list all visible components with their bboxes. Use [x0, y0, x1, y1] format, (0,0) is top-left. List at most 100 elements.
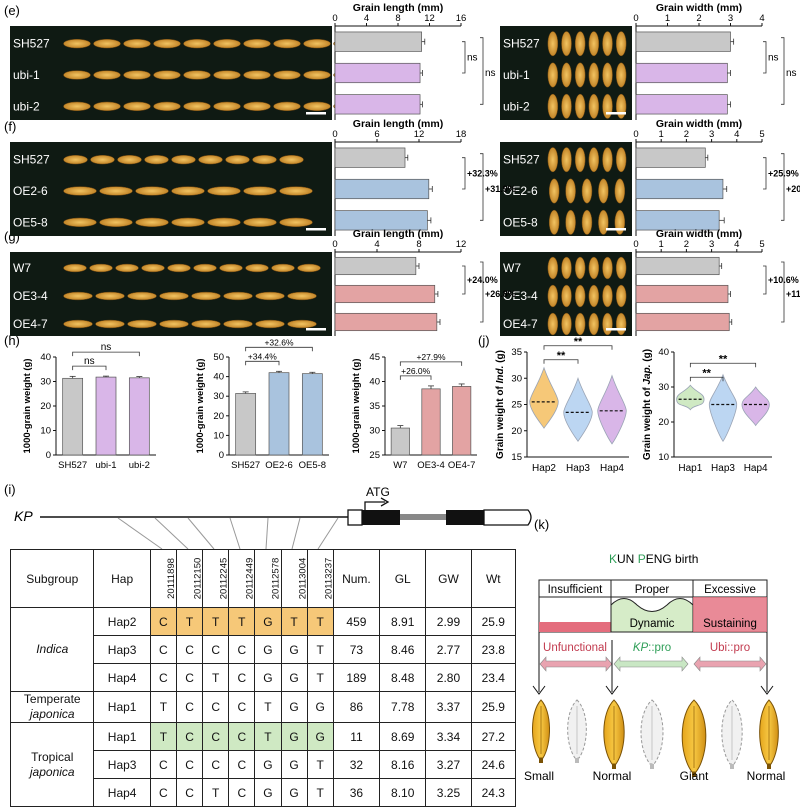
- allele-cell: C: [175, 635, 204, 664]
- rice-grain-icon: [581, 209, 593, 235]
- category-label: OE4-7: [448, 460, 475, 471]
- allele-cell: G: [254, 635, 282, 664]
- rice-grain-icon: [171, 155, 196, 165]
- rice-grain-icon: [615, 284, 627, 308]
- allele-cell: G: [280, 663, 308, 692]
- tick-label: 5: [759, 239, 764, 250]
- allele-cell: G: [254, 607, 282, 636]
- rice-grain-icon: [243, 39, 271, 49]
- wt-cell: 24.3: [470, 778, 517, 807]
- tick-label: 8: [395, 13, 400, 24]
- violin: [563, 376, 593, 442]
- rice-grain-icon: [93, 101, 121, 111]
- tick-label: 40: [40, 352, 51, 363]
- tick-label: 1: [659, 129, 664, 140]
- panel-label-h: (h): [4, 333, 20, 348]
- rice-grain-icon: [273, 70, 301, 80]
- annotation: +24.0%: [467, 275, 498, 285]
- category-label: OE5-8: [299, 460, 326, 471]
- rice-grain-icon: [252, 155, 277, 165]
- header-snp: 20111898: [149, 549, 177, 608]
- gw-cell: 3.27: [425, 750, 472, 779]
- gw-cell: 3.25: [425, 778, 472, 807]
- gene-name: KP: [14, 508, 33, 524]
- bar: [635, 178, 724, 200]
- allele-cell: G: [254, 663, 282, 692]
- tick-label: 30: [369, 426, 380, 437]
- subgroup-cell: Indica: [9, 607, 95, 692]
- rice-grain-icon: [191, 291, 221, 301]
- rice-grain-icon: [127, 319, 157, 329]
- wt-cell: 25.9: [470, 607, 517, 636]
- axis-title: Grain length (mm): [353, 228, 443, 240]
- violin: [741, 386, 770, 427]
- tick-label: 1: [665, 13, 670, 24]
- gl-cell: 8.48: [379, 663, 427, 692]
- allele-cell: T: [202, 663, 230, 692]
- allele-cell: G: [280, 691, 308, 723]
- allele-cell: C: [175, 750, 204, 779]
- rice-grain-icon: [547, 147, 559, 173]
- rice-grain-icon: [615, 312, 627, 336]
- tick-label: 0: [332, 13, 337, 24]
- tick-label: 8: [416, 239, 421, 250]
- rice-grain-icon: [271, 263, 295, 273]
- annotation: ns: [101, 342, 112, 353]
- photo-row-label: SH527: [503, 37, 540, 51]
- allele-cell: T: [202, 778, 230, 807]
- rice-grain-icon: [63, 155, 88, 165]
- header-hap: Hap: [93, 549, 151, 608]
- bar: [635, 62, 728, 84]
- rice-grain-icon: [561, 312, 572, 336]
- tick-label: 25: [369, 450, 380, 461]
- panel-label-f: (f): [4, 119, 16, 134]
- annotation: ns: [786, 68, 797, 79]
- insufficient-label: Insufficient: [548, 584, 604, 596]
- rice-grain-icon: [93, 39, 121, 49]
- tick-label: 12: [456, 239, 467, 250]
- rice-grain-icon: [89, 263, 113, 273]
- rice-grain-icon: [547, 256, 559, 280]
- tick-label: 20: [213, 411, 224, 422]
- rice-grain-icon: [255, 291, 285, 301]
- rice-grain-icon: [303, 101, 331, 111]
- num-cell: 189: [332, 663, 381, 692]
- violin: [529, 366, 559, 429]
- tick-label: 10: [658, 452, 669, 463]
- header-gw: GW: [425, 549, 472, 608]
- header-snp: 20113237: [306, 549, 334, 608]
- annotation: +27.9%: [416, 352, 446, 362]
- rice-grain-icon: [63, 217, 97, 227]
- wt-cell: 24.6: [470, 750, 517, 779]
- header-num: Num.: [332, 549, 381, 608]
- rice-grain-icon: [159, 291, 189, 301]
- rice-grain-icon: [171, 186, 205, 196]
- axis-title: Grain length (mm): [353, 2, 443, 14]
- panel-label-k: (k): [534, 517, 549, 532]
- rice-grain-icon: [588, 93, 600, 119]
- tick-label: 0: [46, 450, 51, 461]
- hap-cell: Hap2: [93, 607, 151, 636]
- annotation: +26.8%: [485, 289, 516, 299]
- bar: [390, 427, 410, 456]
- allele-cell: G: [280, 635, 308, 664]
- axis-title: Grain length (mm): [353, 118, 443, 130]
- tick-label: 4: [734, 239, 739, 250]
- allele-cell: C: [175, 663, 204, 692]
- rice-grain-icon: [153, 39, 181, 49]
- hap-cell: Hap3: [93, 750, 151, 779]
- header-subgroup: Subgroup: [9, 549, 95, 608]
- rice-grain-icon: [588, 312, 600, 336]
